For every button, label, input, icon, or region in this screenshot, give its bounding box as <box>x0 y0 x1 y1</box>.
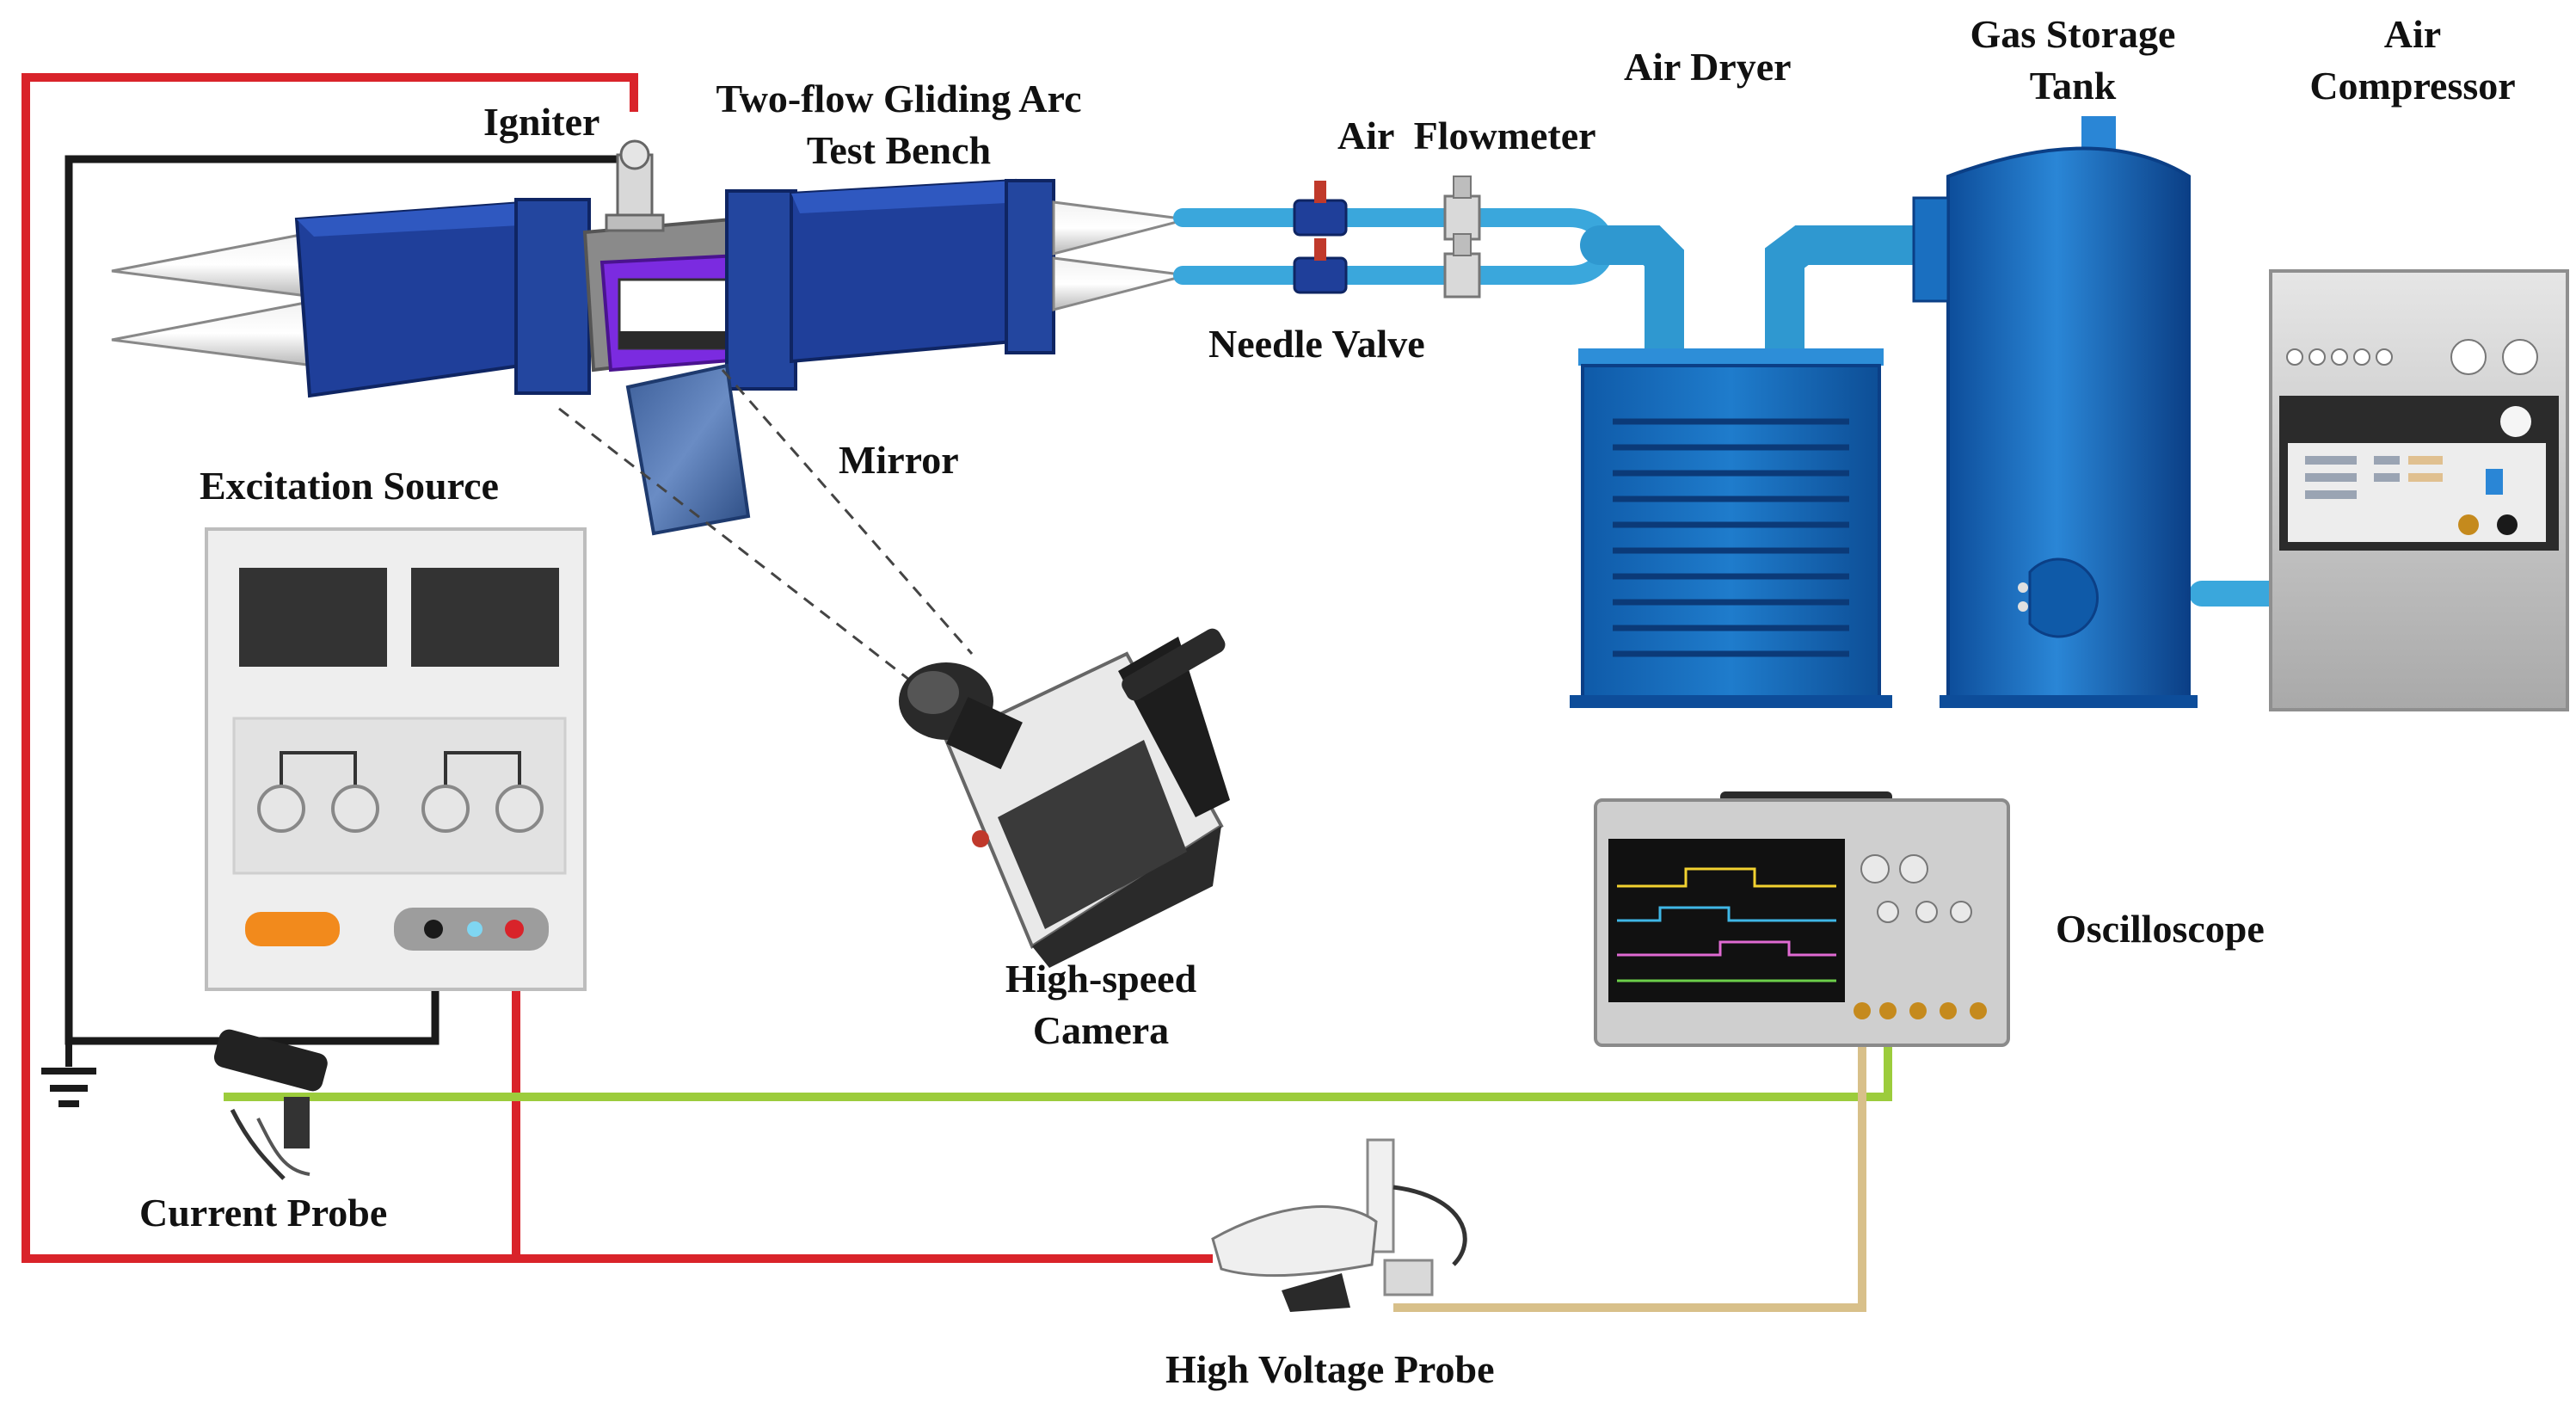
camera-sight-lines <box>558 369 974 690</box>
label-excitation-source: Excitation Source <box>200 464 499 508</box>
high-voltage-probe <box>1211 1138 1467 1312</box>
excitation-source <box>205 527 587 991</box>
label-air-flowmeter: Air Flowmeter <box>1337 114 1596 157</box>
label-high-speed-camera: High-speed Camera <box>963 953 1239 1056</box>
air-flowmeters <box>1443 176 1481 299</box>
label-high-speed-camera-line-2: Camera <box>1032 1008 1170 1052</box>
label-igniter: Igniter <box>483 100 600 144</box>
mirror <box>625 363 751 536</box>
label-air-compressor-line-2: Compressor <box>2309 64 2516 108</box>
label-test-bench-line-2: Test Bench <box>806 128 992 172</box>
label-high-speed-camera-line-1: High-speed <box>1005 957 1197 1001</box>
air-dryer <box>1570 348 1892 708</box>
label-air-compressor: Air Compressor <box>2271 9 2554 112</box>
ground-symbol <box>41 1041 96 1107</box>
air-pipes <box>1173 208 2284 607</box>
label-test-bench-line-1: Two-flow Gliding Arc <box>716 77 1082 120</box>
label-gas-storage-tank-line-2: Tank <box>2029 64 2117 108</box>
label-high-voltage-probe: High Voltage Probe <box>1165 1347 1495 1391</box>
oscilloscope <box>1594 791 2010 1047</box>
label-needle-valve: Needle Valve <box>1208 322 1425 366</box>
label-air-dryer: Air Dryer <box>1624 45 1792 89</box>
voltage-signal-wire <box>1393 1011 1866 1312</box>
positive-wire <box>22 73 1213 1263</box>
label-air-compressor-line-1: Air <box>2383 12 2442 56</box>
label-current-probe: Current Probe <box>139 1191 388 1235</box>
gas-storage-tank <box>1912 116 2198 708</box>
label-mirror: Mirror <box>839 438 959 482</box>
label-gas-storage-tank: Gas Storage Tank <box>1935 9 2210 112</box>
needle-valves <box>1293 181 1348 294</box>
high-speed-camera <box>899 628 1230 968</box>
air-compressor <box>2269 269 2569 711</box>
label-gas-storage-tank-line-1: Gas Storage <box>1970 12 2176 56</box>
current-probe <box>213 1029 328 1180</box>
label-oscilloscope: Oscilloscope <box>2056 907 2265 951</box>
gliding-arc-test-bench <box>111 139 1188 398</box>
label-test-bench: Two-flow Gliding Arc Test Bench <box>675 73 1122 176</box>
